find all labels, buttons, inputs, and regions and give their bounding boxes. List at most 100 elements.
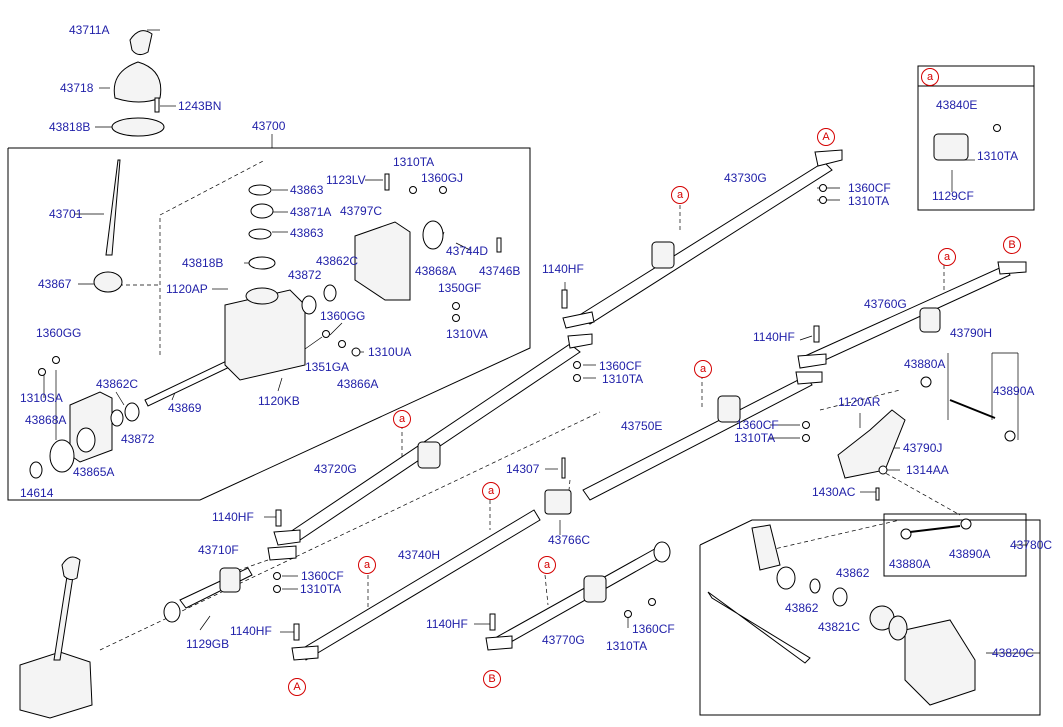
label-1360CF-a: 1360CF	[848, 181, 891, 195]
ring-43862c-a	[323, 284, 337, 302]
label-43862C-a: 43862C	[316, 254, 359, 268]
bolt-1243bn	[154, 97, 160, 113]
label-43720G: 43720G	[314, 462, 357, 476]
yoke-43720g-end	[567, 333, 593, 349]
ring-43862-b	[809, 578, 821, 594]
yoke-43760g-end	[997, 261, 1027, 275]
label-1129CF: 1129CF	[932, 189, 974, 203]
label-43780C: 43780C	[1010, 538, 1053, 552]
nut-1360cf-a	[819, 184, 827, 192]
nut-1350gf	[452, 302, 460, 310]
housing-collar	[245, 287, 279, 305]
label-43701: 43701	[49, 207, 83, 221]
label-1430AC: 1430AC	[812, 485, 856, 499]
nut-43890a-a	[1004, 430, 1016, 442]
label-1360CF-b: 1360CF	[599, 359, 642, 373]
yoke-43710f-start	[267, 545, 297, 561]
assembly-frame-43700	[7, 147, 531, 501]
marker-A-top: A	[817, 128, 835, 146]
ring-43863-a	[248, 184, 272, 196]
nut-1360gg-a	[338, 340, 346, 348]
part-43840e	[933, 133, 969, 161]
label-43862C-b: 43862C	[96, 377, 139, 391]
knob-lower-left	[61, 556, 81, 581]
flange-43770g	[653, 541, 671, 563]
label-1120AP: 1120AP	[166, 282, 208, 296]
nut-1310ta-e	[273, 585, 281, 593]
label-43718: 43718	[60, 81, 94, 95]
nut-1310ta-c	[573, 374, 581, 382]
ujoint-43750e	[717, 395, 741, 423]
boot-43718	[113, 61, 162, 103]
ring-14614	[29, 461, 43, 479]
label-43746B: 43746B	[479, 264, 521, 278]
nut-1310ta-d	[802, 434, 810, 442]
label-43790J: 43790J	[903, 441, 943, 455]
label-1350GF: 1350GF	[438, 281, 482, 295]
label-1310TA-b: 1310TA	[848, 194, 890, 208]
bushing-43865a	[76, 427, 96, 453]
marker-B-bottom: B	[483, 670, 501, 688]
marker-a-43740h: a	[358, 556, 376, 574]
bolt-1123lv	[384, 173, 390, 191]
label-1310UA: 1310UA	[368, 345, 412, 359]
rod-43820c	[707, 591, 811, 664]
yoke-43750e-end	[795, 371, 823, 385]
shaft-43730g	[577, 161, 833, 325]
label-43790H: 43790H	[950, 326, 993, 340]
label-1120AR: 1120AR	[838, 395, 881, 409]
ring-43818b	[248, 256, 276, 270]
label-43872-a: 43872	[288, 268, 322, 282]
nut-1310ta-f	[624, 610, 632, 618]
label-43730G: 43730G	[724, 171, 767, 185]
label-43750E: 43750E	[621, 419, 663, 433]
marker-a-43720g: a	[393, 410, 411, 428]
inset-frame-43820C	[699, 519, 1041, 716]
ujoint-43710f	[219, 567, 241, 593]
bellows-43868a-b	[49, 439, 75, 473]
bracket-43790j	[837, 409, 906, 479]
ring-43862-a	[776, 566, 796, 590]
nut-1360gj	[439, 186, 447, 194]
label-43871A: 43871A	[290, 205, 332, 219]
nut-1351ga	[322, 330, 330, 338]
marker-a-coupling: a	[482, 482, 500, 500]
label-1310TA-e: 1310TA	[300, 582, 342, 596]
label-1140HF-c: 1140HF	[212, 510, 254, 524]
label-43869: 43869	[168, 401, 202, 415]
ujoint-43760g	[919, 307, 941, 333]
nut-43880a-b	[900, 528, 912, 540]
label-43744D: 43744D	[446, 244, 489, 258]
label-43863-a: 43863	[290, 183, 324, 197]
marker-a-43730g: a	[671, 186, 689, 204]
label-1140HF-a: 1140HF	[542, 262, 584, 276]
lever-lower-left	[53, 569, 75, 661]
label-43760G: 43760G	[864, 297, 907, 311]
label-1310SA: 1310SA	[20, 391, 63, 405]
lever-base-43867	[93, 271, 123, 293]
gearbox-lower-left	[19, 651, 93, 719]
label-1310TA-c: 1310TA	[602, 372, 644, 386]
rod-43780c	[909, 525, 961, 533]
marker-a-inset: a	[921, 68, 939, 86]
label-1140HF-b: 1140HF	[753, 330, 795, 344]
label-43766C: 43766C	[548, 533, 591, 547]
ujoint-43770g	[583, 575, 607, 603]
label-43880A-a: 43880A	[904, 357, 946, 371]
label-43868A-a: 43868A	[415, 264, 457, 278]
ring-43863-b	[248, 228, 272, 240]
label-43818B-top: 43818B	[49, 120, 91, 134]
lever-43701	[105, 159, 121, 256]
label-43770G: 43770G	[542, 633, 585, 647]
label-1360GG-a: 1360GG	[320, 309, 366, 323]
ring-43862c-b	[110, 409, 124, 427]
yoke-43740h-start	[291, 645, 319, 661]
bolt-1140hf-b	[813, 325, 820, 343]
nut-1310ta-b	[819, 196, 827, 204]
label-1120KB: 1120KB	[258, 394, 300, 408]
label-43872-b: 43872	[121, 432, 155, 446]
label-1140HF-e: 1140HF	[426, 617, 468, 631]
label-14614: 14614	[20, 486, 54, 500]
